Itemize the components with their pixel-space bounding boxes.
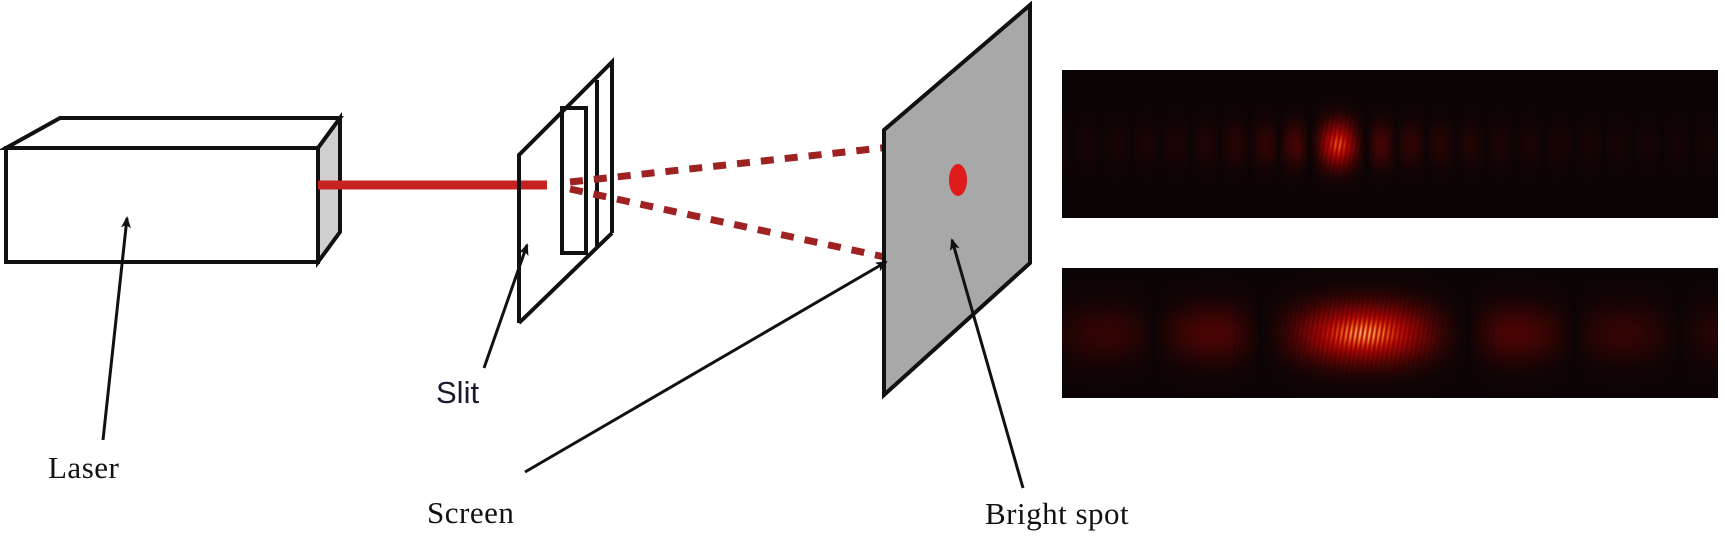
diffraction-photo-wide-slit-canvas xyxy=(1062,268,1718,398)
projection-screen xyxy=(882,0,1032,400)
ray-upper xyxy=(569,142,901,186)
ray-lower xyxy=(569,185,895,263)
slit-plate xyxy=(517,57,614,325)
diffraction-photo-wide-slit xyxy=(1062,268,1718,398)
leader-line-bright-spot xyxy=(949,238,1025,489)
diffraction-photo-narrow-slit xyxy=(1062,70,1718,218)
laser-box-top-face xyxy=(0,116,344,150)
laser-box xyxy=(0,111,344,269)
leader-line-laser xyxy=(101,216,131,441)
leader-lines xyxy=(101,216,1025,489)
leader-line-slit xyxy=(482,243,529,369)
laser-box-front-face xyxy=(4,146,320,264)
label-bright-spot: Bright spot xyxy=(985,496,1130,531)
label-laser: Laser xyxy=(48,450,120,485)
diffracted-rays xyxy=(569,142,901,263)
bright-spot-marker xyxy=(949,164,967,196)
label-screen: Screen xyxy=(427,495,515,530)
diffraction-photo-narrow-slit-canvas xyxy=(1062,70,1718,218)
slit-aperture xyxy=(560,106,588,255)
slit-plate-bottom-edge xyxy=(517,231,614,325)
label-slit: Slit xyxy=(436,375,480,410)
projection-screen-surface xyxy=(882,0,1032,400)
leader-line-screen xyxy=(524,260,888,474)
